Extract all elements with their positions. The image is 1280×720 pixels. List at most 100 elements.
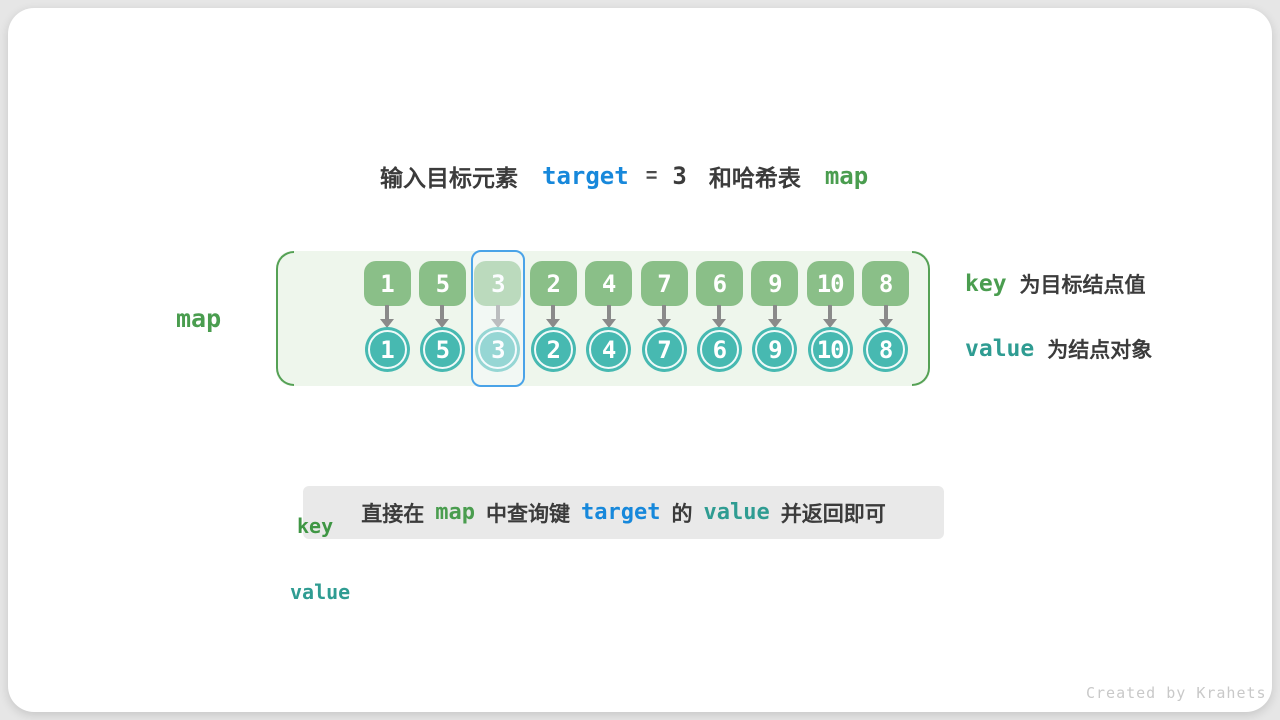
note-text-1: 直接在 [361, 502, 425, 526]
circle-ring [478, 330, 518, 369]
key-node: 9 [751, 261, 799, 306]
note-target-code: target [581, 500, 661, 525]
key-node: 4 [585, 261, 633, 306]
value-annotation-code: value [965, 336, 1035, 362]
value-node: 4 [586, 327, 632, 372]
title-text-hashmap: 和哈希表 [708, 165, 801, 191]
value-node: 5 [419, 327, 465, 372]
arrow-down-icon [662, 305, 666, 320]
title-target-code: target [542, 162, 629, 190]
arrow-head-icon [601, 319, 616, 328]
value-node: 7 [641, 327, 687, 372]
key-node-value: 7 [657, 269, 671, 298]
arrow-down-icon [495, 305, 500, 320]
arrow-down-icon [717, 305, 722, 320]
arrow-head-icon [380, 319, 394, 328]
circle-ring [644, 330, 684, 369]
value-row-label: value [290, 580, 351, 604]
circle-ring [367, 330, 407, 369]
value-node: 9 [752, 327, 798, 372]
key-node: 5 [418, 261, 466, 306]
arrow-head-icon [767, 319, 782, 328]
arrow-down-icon [385, 305, 389, 320]
right-bracket-icon [912, 251, 930, 386]
key-node: 3 [474, 261, 522, 306]
title-target-value: 3 [672, 162, 687, 190]
arrow-head-icon [657, 319, 671, 328]
arrow-head-icon [490, 319, 505, 328]
key-node: 1 [363, 261, 411, 306]
value-node: 2 [530, 327, 576, 372]
note-text-2: 中查询键 [486, 502, 571, 526]
note-text-3: 的 [671, 502, 693, 526]
arrow-head-icon [878, 319, 893, 328]
key-annotation-code: key [965, 271, 1007, 297]
note-map-code: map [435, 500, 476, 525]
key-node-value: 3 [491, 269, 505, 298]
value-annotation: value 为结点对象 [965, 335, 1152, 363]
title-equals-sign: = [645, 164, 658, 187]
key-annotation: key 为目标结点值 [965, 270, 1146, 298]
arrow-down-icon [772, 305, 777, 320]
value-node: 10 [807, 327, 853, 372]
value-node: 1 [364, 327, 410, 372]
key-node-value: 9 [768, 269, 782, 298]
value-annotation-text: 为结点对象 [1047, 339, 1153, 362]
key-node: 6 [695, 261, 743, 306]
circle-ring [422, 330, 462, 369]
watermark: Created by Krahets [1086, 684, 1267, 702]
note-box: 直接在 map 中查询键 target 的 value 并返回即可 [303, 486, 944, 539]
circle-ring [533, 330, 573, 369]
key-node-value: 5 [435, 269, 450, 298]
value-node: 3 [475, 327, 521, 372]
diagram-title: 输入目标元素 target = 3 和哈希表 map [380, 160, 868, 192]
left-bracket-icon [276, 251, 294, 386]
key-node-value: 1 [380, 269, 394, 298]
note-value-code: value [703, 500, 770, 525]
arrow-down-icon [606, 305, 611, 320]
key-node-value: 4 [601, 269, 616, 298]
circle-ring [866, 330, 906, 369]
target-highlight-box [471, 250, 525, 387]
key-annotation-text: 为目标结点值 [1019, 274, 1146, 297]
arrow-head-icon [546, 319, 561, 328]
key-node: 10 [806, 261, 854, 306]
circle-ring [810, 330, 850, 369]
arrow-down-icon [551, 305, 556, 320]
arrow-head-icon [823, 319, 838, 328]
diagram-card: 输入目标元素 target = 3 和哈希表 map map key value… [8, 8, 1272, 712]
key-node-value: 8 [878, 269, 893, 298]
title-map-code: map [824, 162, 869, 190]
arrow-head-icon [435, 319, 450, 328]
value-node: 6 [696, 327, 742, 372]
key-node-value: 6 [712, 269, 727, 298]
key-node: 2 [529, 261, 577, 306]
circle-ring [755, 330, 795, 369]
key-node: 8 [862, 261, 910, 306]
arrow-down-icon [883, 305, 888, 320]
title-text-input: 输入目标元素 [380, 165, 518, 191]
arrow-head-icon [712, 319, 727, 328]
key-row-label: key [297, 514, 334, 538]
arrow-down-icon [440, 305, 445, 320]
arrow-down-icon [828, 305, 833, 320]
key-node-value: 10 [816, 269, 845, 298]
circle-ring [589, 330, 629, 369]
map-variable-label: map [176, 304, 222, 333]
note-text-4: 并返回即可 [780, 502, 886, 526]
map-column: 10 10 [802, 251, 858, 386]
circle-ring [699, 330, 739, 369]
value-node: 8 [863, 327, 909, 372]
key-node: 7 [640, 261, 688, 306]
key-node-value: 2 [546, 269, 560, 298]
